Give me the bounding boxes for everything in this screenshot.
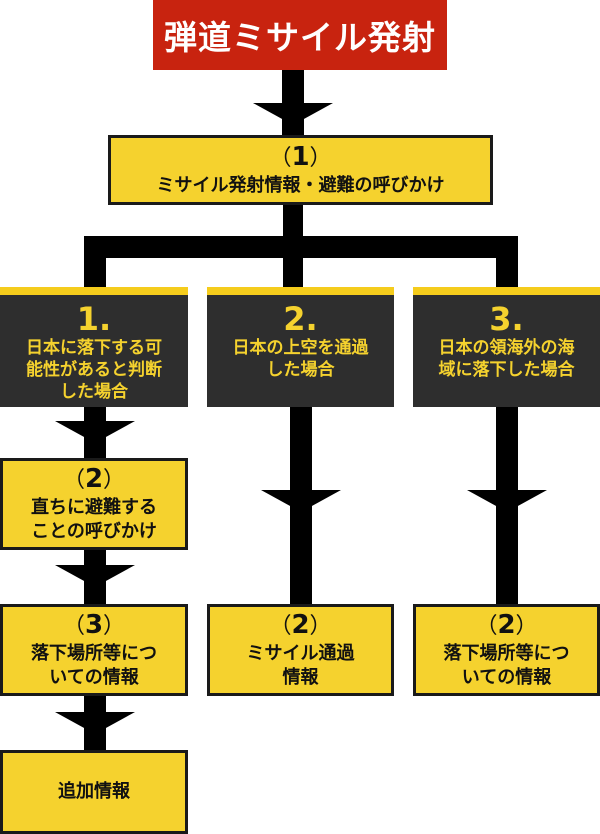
case-1-step-3-line: 落下場所等につ — [31, 643, 157, 664]
case-1-step-3-number: （3） — [62, 610, 126, 640]
case-3-step-box: （2） 落下場所等につ いての情報 — [413, 604, 600, 696]
case-1-step-2-line: 直ちに避難する — [31, 497, 157, 518]
step-1-box: （1） ミサイル発射情報・避難の呼びかけ — [108, 135, 493, 205]
additional-info-box: 追加情報 — [0, 750, 188, 834]
case-3-step-line: 落下場所等につ — [443, 643, 570, 664]
flowchart-title: 弾道ミサイル発射 — [153, 0, 447, 70]
case-1-step-3-line: いての情報 — [49, 667, 139, 688]
case-3-line: 域に落下した場合 — [438, 360, 575, 380]
case-2-line: した場合 — [266, 360, 335, 380]
case-2-box: 2. 日本の上空を通過 した場合 — [207, 287, 394, 407]
case-1-number: 1. — [76, 300, 112, 338]
case-2-number: 2. — [283, 300, 318, 338]
connector-branch-horizontal — [84, 236, 518, 258]
arrow-down-icon — [55, 712, 135, 734]
case-1-step-2-box: （2） 直ちに避難する ことの呼びかけ — [0, 458, 188, 550]
additional-info-text: 追加情報 — [58, 781, 130, 802]
case-3-box: 3. 日本の領海外の海 域に落下した場合 — [413, 287, 600, 407]
case-2-step-line: 情報 — [282, 667, 319, 688]
case-1-line: した場合 — [60, 382, 128, 402]
connector-branch-case3 — [496, 236, 518, 288]
case-3-step-line: いての情報 — [461, 667, 552, 688]
arrow-down-icon — [253, 103, 333, 125]
case-1-step-3-box: （3） 落下場所等につ いての情報 — [0, 604, 188, 696]
case-2-line: 日本の上空を通過 — [232, 338, 369, 358]
case-2-step-box: （2） ミサイル通過 情報 — [207, 604, 394, 696]
case-2-step-number: （2） — [269, 610, 332, 640]
case-3-line: 日本の領海外の海 — [438, 338, 575, 358]
case-1-line: 日本に落下する可 — [26, 338, 162, 358]
case-3-number: 3. — [489, 300, 524, 338]
arrow-down-icon — [261, 490, 341, 512]
title-text: 弾道ミサイル発射 — [164, 18, 436, 57]
arrow-down-icon — [467, 490, 547, 512]
arrow-down-icon — [55, 421, 135, 443]
connector-branch-case1 — [84, 236, 106, 288]
arrow-down-icon — [55, 565, 135, 587]
case-1-line: 能性があると判断 — [26, 360, 162, 380]
step-1-number: （1） — [269, 142, 332, 172]
step-1-text: ミサイル発射情報・避難の呼びかけ — [156, 175, 445, 196]
case-3-step-number: （2） — [475, 610, 538, 640]
case-1-box: 1. 日本に落下する可 能性があると判断 した場合 — [0, 287, 188, 407]
case-2-step-line: ミサイル通過 — [246, 643, 355, 664]
case-1-step-2-line: ことの呼びかけ — [31, 521, 157, 542]
case-1-step-2-number: （2） — [62, 464, 126, 494]
